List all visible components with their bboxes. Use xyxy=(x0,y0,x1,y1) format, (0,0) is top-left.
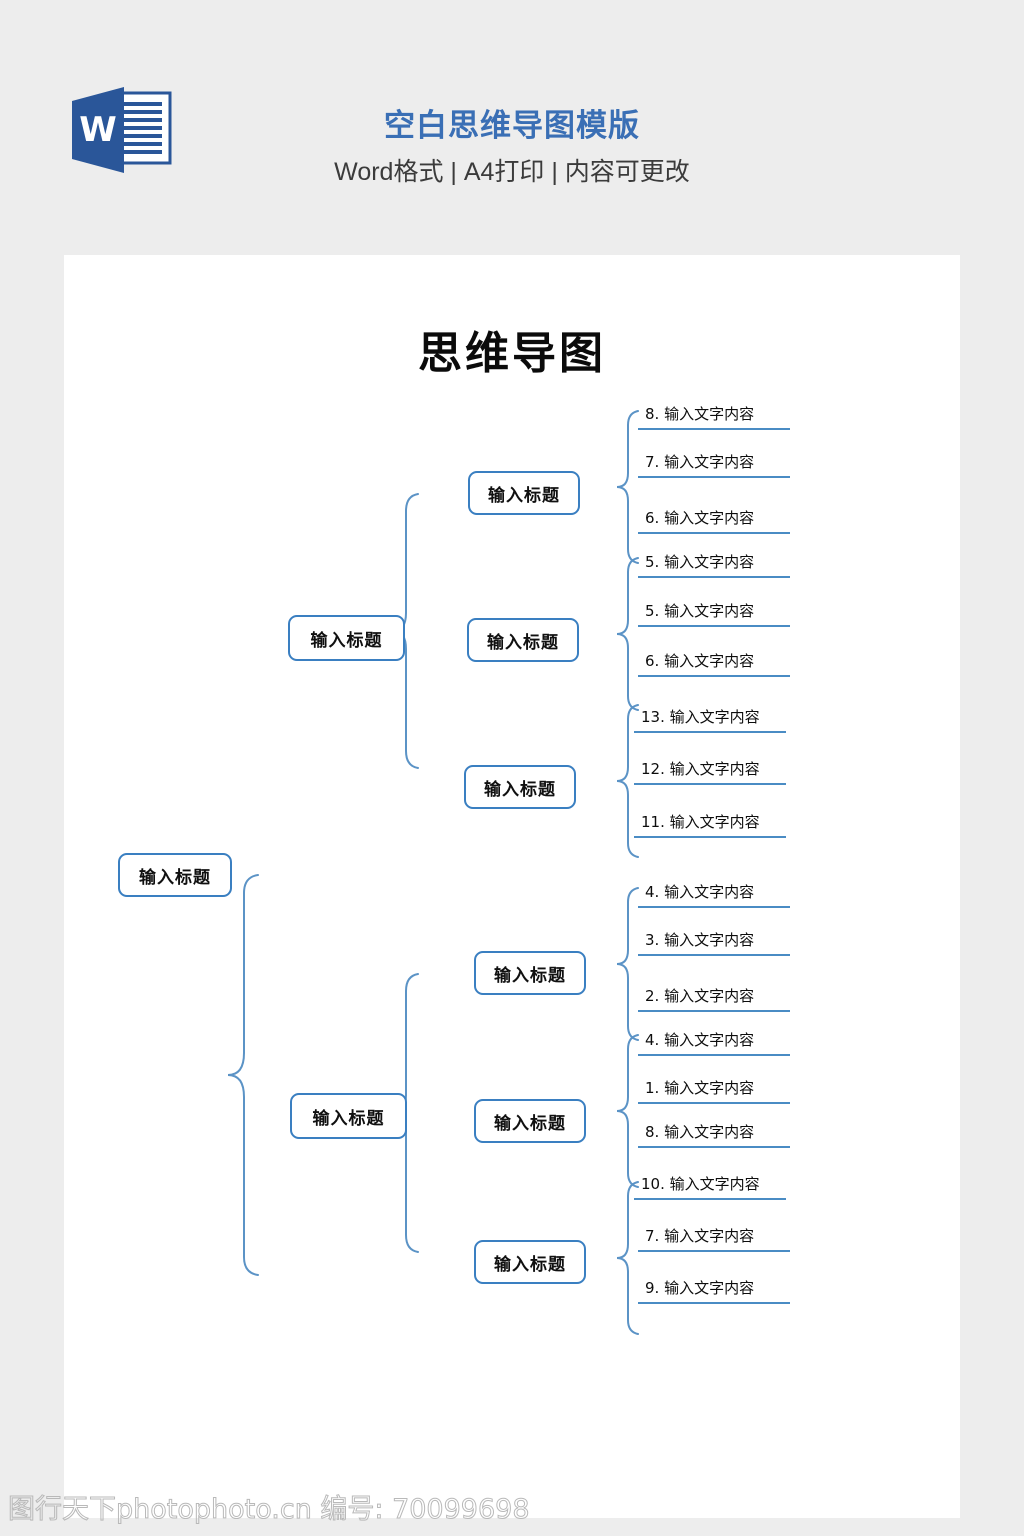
node-label: 输入标题 xyxy=(488,485,560,506)
leaf-label: 2. 输入文字内容 xyxy=(645,987,755,1005)
document-page: 思维导图 输入标题 输入 xyxy=(64,255,960,1518)
leaf-rule xyxy=(638,1302,790,1304)
leaf-label: 4. 输入文字内容 xyxy=(645,883,755,901)
leaf-rule xyxy=(634,731,786,733)
mindmap-child-node-1-2[interactable]: 输入标题 xyxy=(467,618,579,662)
leaf-label: 3. 输入文字内容 xyxy=(645,931,755,949)
node-label: 输入标题 xyxy=(494,965,566,986)
leaf-rule xyxy=(638,1010,790,1012)
node-label: 输入标题 xyxy=(312,1108,385,1129)
page-title: 思维导图 xyxy=(418,328,606,379)
node-label: 输入标题 xyxy=(310,630,383,651)
leaf-item[interactable]: 5. 输入文字内容 xyxy=(638,551,790,578)
leaf-item[interactable]: 7. 输入文字内容 xyxy=(638,1225,790,1252)
leaf-item[interactable]: 6. 输入文字内容 xyxy=(638,507,790,534)
leaf-rule xyxy=(634,836,786,838)
leaf-label: 1. 输入文字内容 xyxy=(645,1079,755,1097)
leaf-item[interactable]: 8. 输入文字内容 xyxy=(638,1121,790,1148)
leaf-label: 4. 输入文字内容 xyxy=(645,1031,755,1049)
leaf-item[interactable]: 10. 输入文字内容 xyxy=(634,1173,786,1200)
mindmap-child-node-1-3[interactable]: 输入标题 xyxy=(464,765,576,809)
leaf-rule xyxy=(638,1250,790,1252)
leaf-rule xyxy=(638,428,790,430)
word-icon: W xyxy=(62,83,180,177)
leaf-item[interactable]: 3. 输入文字内容 xyxy=(638,929,790,956)
mindmap-child-node-2-2[interactable]: 输入标题 xyxy=(474,1099,586,1143)
leaf-label: 13. 输入文字内容 xyxy=(641,708,760,726)
leaf-item[interactable]: 4. 输入文字内容 xyxy=(638,1029,790,1056)
svg-text:W: W xyxy=(79,110,117,150)
mindmap-child-node-2-3[interactable]: 输入标题 xyxy=(474,1240,586,1284)
leaf-rule xyxy=(634,1198,786,1200)
mindmap-branch-node-1[interactable]: 输入标题 xyxy=(288,615,405,661)
leaf-label: 11. 输入文字内容 xyxy=(641,813,760,831)
node-label: 输入标题 xyxy=(484,779,556,800)
leaf-item[interactable]: 12. 输入文字内容 xyxy=(634,758,786,785)
leaf-rule xyxy=(638,1054,790,1056)
leaf-rule xyxy=(638,476,790,478)
watermark-text: 图行天下photophoto.cn 编号: 70099698 xyxy=(8,1494,531,1526)
leaf-label: 6. 输入文字内容 xyxy=(645,652,755,670)
node-label: 输入标题 xyxy=(487,632,559,653)
leaf-label: 9. 输入文字内容 xyxy=(645,1279,755,1297)
leaf-label: 10. 输入文字内容 xyxy=(641,1175,760,1193)
mindmap-root-node[interactable]: 输入标题 xyxy=(118,853,232,897)
leaf-item[interactable]: 7. 输入文字内容 xyxy=(638,451,790,478)
leaf-label: 5. 输入文字内容 xyxy=(645,553,755,571)
leaf-rule xyxy=(638,906,790,908)
header-title: 空白思维导图模版 xyxy=(384,108,640,143)
leaf-label: 7. 输入文字内容 xyxy=(645,453,755,471)
leaf-rule xyxy=(638,675,790,677)
node-label: 输入标题 xyxy=(494,1113,566,1134)
leaf-label: 6. 输入文字内容 xyxy=(645,509,755,527)
mindmap-connectors xyxy=(227,410,639,1335)
page-header: W 空白思维导图模版 Word格式 | A4打印 | 内容可更改 xyxy=(0,0,1024,255)
leaf-item[interactable]: 8. 输入文字内容 xyxy=(638,403,790,430)
node-label: 输入标题 xyxy=(494,1254,566,1275)
bottom-strip xyxy=(0,1518,1024,1536)
leaf-rule xyxy=(638,625,790,627)
leaf-item[interactable]: 4. 输入文字内容 xyxy=(638,881,790,908)
leaf-rule xyxy=(638,576,790,578)
leaf-rule xyxy=(638,1102,790,1104)
mindmap-branch-node-2[interactable]: 输入标题 xyxy=(290,1093,407,1139)
leaf-rule xyxy=(638,1146,790,1148)
leaf-label: 8. 输入文字内容 xyxy=(645,405,755,423)
leaf-item[interactable]: 2. 输入文字内容 xyxy=(638,985,790,1012)
leaf-label: 8. 输入文字内容 xyxy=(645,1123,755,1141)
leaf-item[interactable]: 11. 输入文字内容 xyxy=(634,811,786,838)
leaf-label: 5. 输入文字内容 xyxy=(645,602,755,620)
node-label: 输入标题 xyxy=(139,867,211,888)
mindmap-canvas: 输入标题 输入标题 输入标题 输入标题 输入标题 输入标题 输入标题 输入标题 … xyxy=(64,255,960,1518)
leaf-rule xyxy=(638,532,790,534)
leaf-item[interactable]: 5. 输入文字内容 xyxy=(638,600,790,627)
leaf-rule xyxy=(634,783,786,785)
leaf-item[interactable]: 13. 输入文字内容 xyxy=(634,706,786,733)
mindmap-child-node-2-1[interactable]: 输入标题 xyxy=(474,951,586,995)
leaf-item[interactable]: 6. 输入文字内容 xyxy=(638,650,790,677)
leaf-rule xyxy=(638,954,790,956)
leaf-label: 12. 输入文字内容 xyxy=(641,760,760,778)
leaf-item[interactable]: 1. 输入文字内容 xyxy=(638,1077,790,1104)
header-subtitle: Word格式 | A4打印 | 内容可更改 xyxy=(334,158,690,186)
mindmap-child-node-1-1[interactable]: 输入标题 xyxy=(468,471,580,515)
leaf-item[interactable]: 9. 输入文字内容 xyxy=(638,1277,790,1304)
leaf-label: 7. 输入文字内容 xyxy=(645,1227,755,1245)
